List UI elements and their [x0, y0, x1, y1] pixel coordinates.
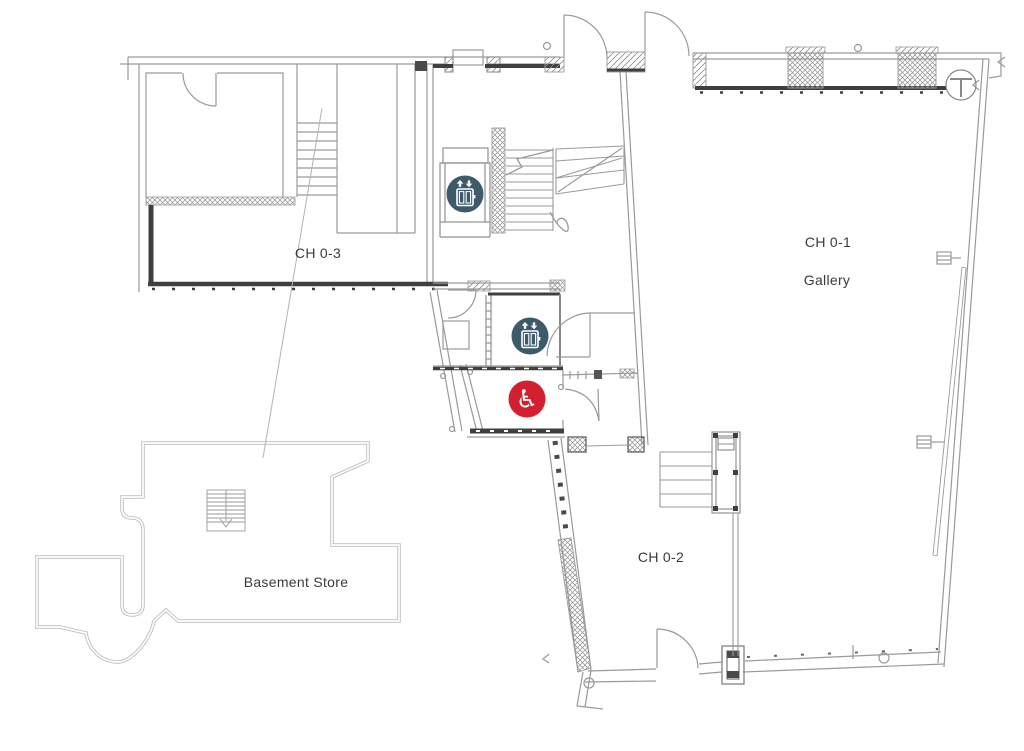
wheelchair-glyph: ♿ — [515, 384, 539, 414]
main-staircase — [491, 127, 625, 234]
lift-shaft-upper — [439, 147, 491, 238]
elevator-glyph — [456, 180, 476, 207]
mid-lobby-walls — [429, 279, 566, 433]
wheelchair-accessible-icon: ♿ — [508, 380, 546, 418]
elevator-glyph — [521, 322, 541, 349]
room-label-gallery: Gallery — [803, 272, 851, 288]
elevator-icon-lower — [511, 317, 549, 355]
room-label-ch03: CH 0-3 — [294, 245, 342, 261]
room-label-ch01: CH 0-1 — [804, 234, 852, 250]
room-ch03-thick-walls — [148, 205, 448, 291]
gallery-column-symbol — [945, 69, 980, 101]
room-ch02-walls — [541, 436, 745, 710]
lift-shaft-lower — [485, 292, 561, 366]
gallery-walls — [619, 43, 1006, 673]
basement-stair — [206, 489, 246, 532]
gallery-lobby-doors — [546, 312, 639, 379]
basement-leader-line — [262, 107, 323, 459]
room-ch03-walls — [120, 56, 434, 292]
basement-outline — [35, 441, 401, 664]
ch02-staircase — [659, 431, 741, 656]
accessible-wc-room — [467, 370, 600, 438]
upper-lobby-walls — [433, 41, 560, 73]
room-label-ch02: CH 0-2 — [637, 549, 685, 565]
top-doors — [544, 11, 690, 73]
room-label-basement: Basement Store — [243, 574, 349, 590]
elevator-icon-upper — [446, 175, 484, 213]
